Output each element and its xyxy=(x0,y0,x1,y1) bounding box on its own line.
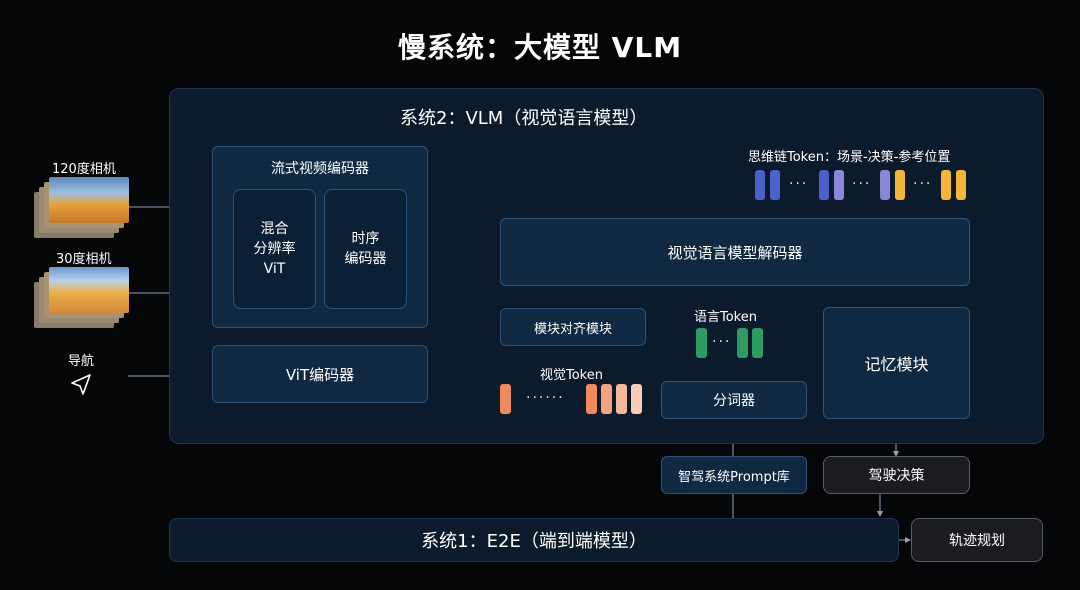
lang-token xyxy=(752,328,763,358)
cot-token-row: ··· ··· ··· xyxy=(752,170,972,202)
cot-token xyxy=(834,170,844,200)
mixed-res-vit: 混合 分辨率 ViT xyxy=(233,189,316,309)
cot-dots: ··· xyxy=(789,176,809,192)
system1-panel: 系统1：E2E（端到端模型） xyxy=(169,518,899,562)
vision-token xyxy=(616,384,627,414)
nav-label: 导航 xyxy=(68,354,95,369)
page-title: 慢系统：大模型 VLM xyxy=(397,31,683,64)
cot-token-label: 思维链Token：场景-决策-参考位置 xyxy=(748,150,951,165)
cam120-label: 120度相机 xyxy=(52,162,116,177)
lang-token xyxy=(737,328,748,358)
lang-token-row: ··· xyxy=(694,328,774,360)
stream-encoder-title: 流式视频编码器 xyxy=(271,161,369,177)
alignment-module: 模块对齐模块 xyxy=(500,308,646,346)
lang-token xyxy=(696,328,707,358)
temporal-encoder: 时序 编码器 xyxy=(324,189,407,309)
cot-token xyxy=(755,170,765,200)
driving-decision: 驾驶决策 xyxy=(823,456,970,494)
navigation-icon xyxy=(71,374,91,395)
cot-token xyxy=(880,170,890,200)
cam30-label: 30度相机 xyxy=(56,252,112,267)
vision-token xyxy=(601,384,612,414)
vision-token-label: 视觉Token xyxy=(540,368,603,383)
cot-token xyxy=(895,170,905,200)
cot-dots: ··· xyxy=(913,176,933,192)
vit-encoder: ViT编码器 xyxy=(212,345,428,403)
vision-token xyxy=(631,384,642,414)
tokenizer: 分词器 xyxy=(661,381,807,419)
cot-token xyxy=(819,170,829,200)
cam120-image xyxy=(34,176,130,240)
cot-token xyxy=(770,170,780,200)
system2-title: 系统2：VLM（视觉语言模型） xyxy=(400,108,648,129)
cot-token xyxy=(941,170,951,200)
vlm-decoder: 视觉语言模型解码器 xyxy=(500,218,970,286)
vision-token xyxy=(500,384,511,414)
trajectory-planning: 轨迹规划 xyxy=(911,518,1043,562)
cot-dots: ··· xyxy=(852,176,872,192)
vision-token xyxy=(586,384,597,414)
lang-token-label: 语言Token xyxy=(694,310,757,325)
prompt-library: 智驾系统Prompt库 xyxy=(661,456,807,494)
vision-dots: ······ xyxy=(526,390,565,406)
vision-token-row: ······ xyxy=(498,384,648,416)
cot-token xyxy=(956,170,966,200)
lang-dots: ··· xyxy=(712,334,732,350)
cam30-image xyxy=(34,266,130,330)
memory-module: 记忆模块 xyxy=(823,307,970,419)
